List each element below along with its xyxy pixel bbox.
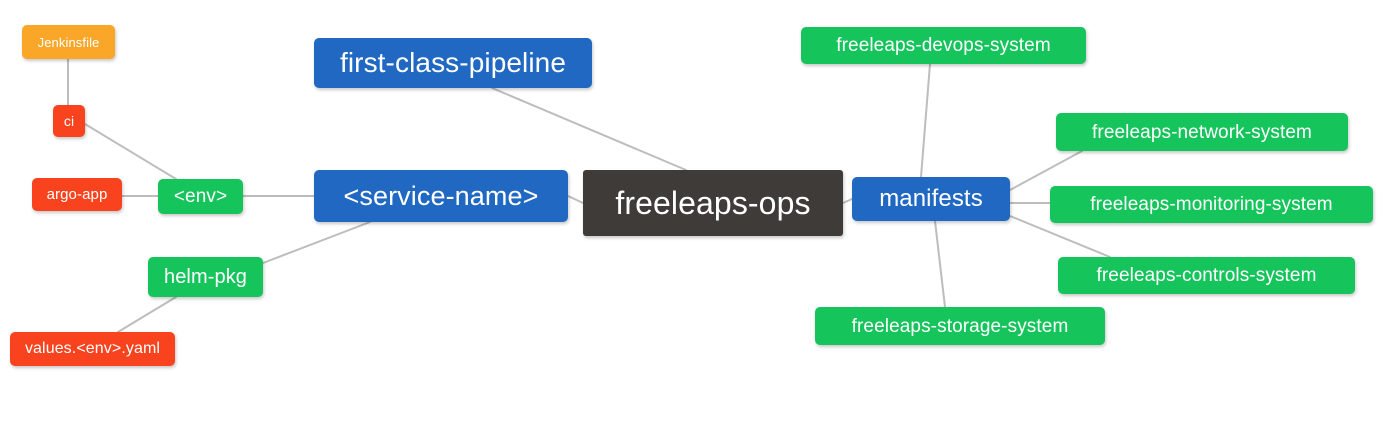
- mindmap-node-manifests[interactable]: manifests: [852, 177, 1010, 221]
- edge-env-to-ci: [84, 123, 177, 180]
- mindmap-node-argo-app[interactable]: argo-app: [32, 178, 122, 211]
- edge-freeleaps-ops-to-manifests: [842, 198, 853, 204]
- edge-service-name-to-helm-pkg: [262, 221, 371, 264]
- edge-freeleaps-ops-to-first-class-pipeline: [491, 87, 687, 171]
- mindmap-node-ci[interactable]: ci: [53, 105, 85, 137]
- mindmap-node-values-yaml[interactable]: values.<env>.yaml: [10, 332, 175, 366]
- edge-freeleaps-ops-to-service-name: [567, 195, 584, 204]
- mindmap-node-freeleaps-devops-system[interactable]: freeleaps-devops-system: [801, 27, 1086, 64]
- mindmap-node-freeleaps-storage-system[interactable]: freeleaps-storage-system: [815, 307, 1105, 345]
- edge-helm-pkg-to-values-yaml: [117, 296, 177, 333]
- mindmap-node-freeleaps-network-system[interactable]: freeleaps-network-system: [1056, 113, 1348, 151]
- mindmap-node-service-name[interactable]: <service-name>: [314, 170, 568, 222]
- edge-manifests-to-freeleaps-devops-system: [920, 63, 931, 178]
- mindmap-node-env[interactable]: <env>: [158, 179, 243, 214]
- mindmap-node-first-class-pipeline[interactable]: first-class-pipeline: [314, 38, 592, 88]
- edge-manifests-to-freeleaps-network-system: [1009, 150, 1083, 191]
- mindmap-node-freeleaps-monitoring-system[interactable]: freeleaps-monitoring-system: [1050, 186, 1373, 223]
- mindmap-node-freeleaps-ops[interactable]: freeleaps-ops: [583, 170, 843, 236]
- mindmap-node-jenkinsfile[interactable]: Jenkinsfile: [22, 25, 115, 59]
- edge-manifests-to-freeleaps-storage-system: [934, 220, 946, 308]
- mindmap-node-freeleaps-controls-system[interactable]: freeleaps-controls-system: [1058, 257, 1355, 294]
- mindmap-node-helm-pkg[interactable]: helm-pkg: [148, 257, 263, 297]
